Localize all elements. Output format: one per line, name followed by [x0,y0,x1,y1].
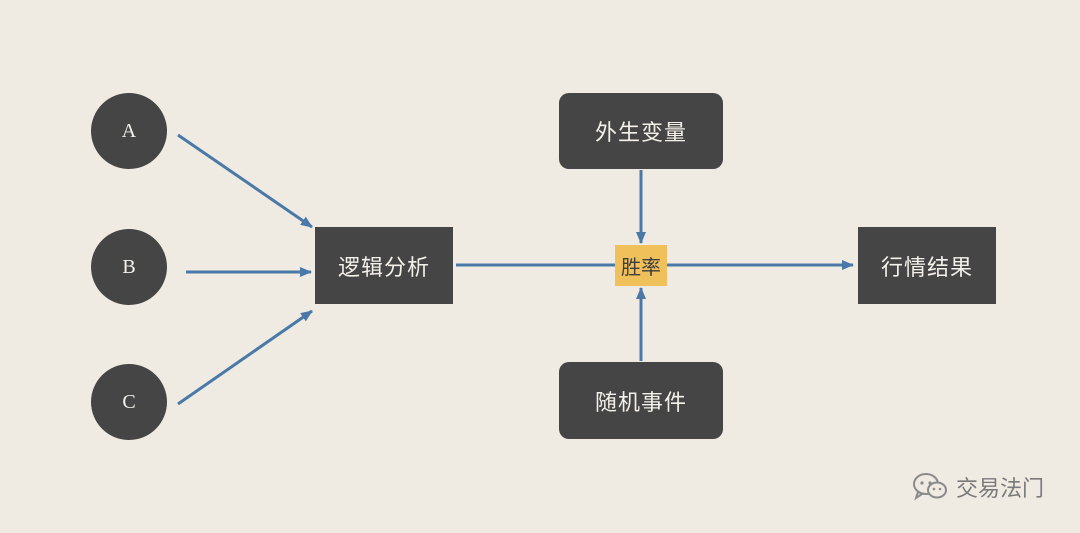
node-market-result: 行情结果 [858,227,996,304]
node-win-rate: 胜率 [615,245,667,286]
watermark: 交易法门 [912,471,1044,503]
wechat-icon [912,473,947,501]
node-random-event: 随机事件 [559,362,723,439]
node-a: A [91,93,167,169]
arrow-a-to-logic [177,133,313,229]
node-exogenous-variable: 外生变量 [559,93,723,169]
node-c: C [91,364,167,440]
node-logic-analysis: 逻辑分析 [315,227,453,304]
arrow-c-to-logic [177,309,313,406]
watermark-text: 交易法门 [955,477,1044,502]
node-b: B [91,229,167,305]
